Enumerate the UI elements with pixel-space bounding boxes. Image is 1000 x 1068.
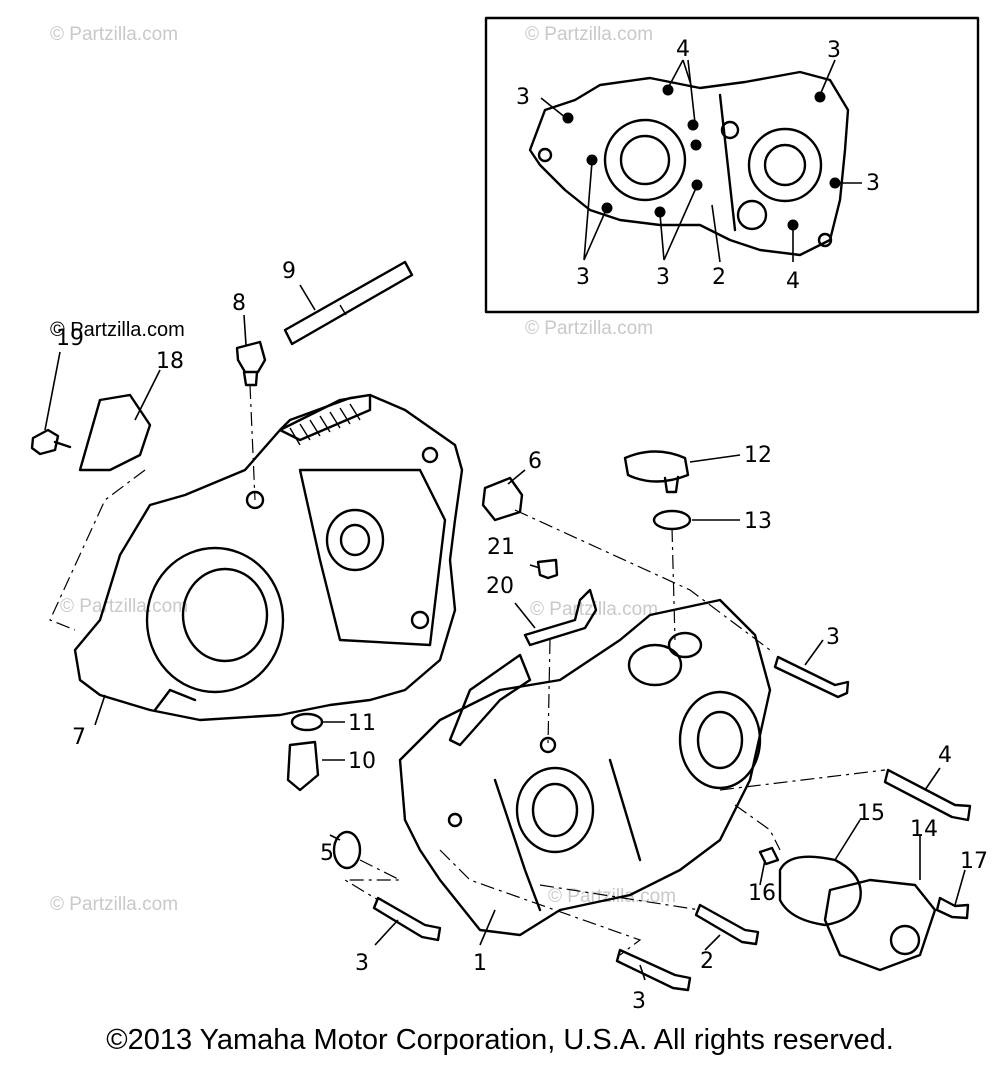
watermark-2: © Partzilla.com (525, 24, 653, 45)
callout-4: 4 (938, 743, 952, 768)
part-18-plate (78, 393, 152, 472)
callout-6: 6 (528, 449, 542, 474)
watermark-6: © Partzilla.com (50, 894, 178, 915)
callout-2: 2 (700, 949, 714, 974)
inset-callout-3-topright: 3 (827, 38, 841, 63)
callout-16: 16 (748, 881, 776, 906)
callout-17: 17 (960, 849, 988, 874)
callout-12: 12 (744, 443, 772, 468)
part-13-washer (652, 509, 692, 531)
small-parts (30, 260, 972, 992)
part-20-bracket (523, 588, 598, 647)
callout-10: 10 (348, 749, 376, 774)
callout-numbers: 19 18 8 9 6 12 13 21 20 3 7 11 10 5 4 15… (56, 259, 988, 1014)
callout-19: 19 (56, 326, 84, 351)
inset-callout-4-bottom: 4 (786, 269, 800, 294)
watermark-1: © Partzilla.com (50, 24, 178, 45)
inset-bolt-layout: 4 3 3 3 3 3 2 4 (484, 16, 980, 314)
part-21-bolt (536, 558, 559, 580)
part-3-bolt-lower (615, 948, 692, 992)
callout-9: 9 (282, 259, 296, 284)
callout-5: 5 (320, 841, 334, 866)
watermark-3: © Partzilla.com (525, 318, 653, 339)
part-8-fitting (235, 340, 267, 374)
callout-15: 15 (857, 801, 885, 826)
left-crankcase (73, 393, 464, 722)
callout-3-right: 3 (826, 625, 840, 650)
callout-3-lower-left: 3 (355, 951, 369, 976)
part-12-plug (623, 450, 690, 483)
part-19-bolt (30, 428, 60, 456)
inset-case-outline (528, 70, 850, 257)
right-crankcase (398, 598, 772, 937)
watermark-8: © Partzilla.com (50, 319, 185, 341)
callout-21: 21 (487, 535, 515, 560)
callout-11: 11 (348, 711, 376, 736)
part-4-bolt (883, 768, 972, 822)
part-9-shaft (283, 260, 414, 346)
callout-8: 8 (232, 291, 246, 316)
part-3-bolt-lower-left (372, 896, 442, 942)
inset-callout-3-bottommid: 3 (656, 265, 670, 290)
callout-3-bottom: 3 (632, 989, 646, 1014)
callout-18: 18 (156, 349, 184, 374)
part-2-bolt (694, 903, 760, 946)
callout-20: 20 (486, 574, 514, 599)
callout-14: 14 (910, 817, 938, 842)
part-17-bolt (935, 896, 970, 920)
inset-callout-3-left: 3 (516, 85, 530, 110)
part-15-gasket (778, 855, 862, 927)
inset-frame (484, 16, 980, 314)
part-5-dowel (332, 830, 362, 870)
callout-7: 7 (72, 725, 86, 750)
inset-callout-2: 2 (712, 265, 726, 290)
watermark-4: © Partzilla.com (60, 596, 188, 617)
watermark-5: © Partzilla.com (530, 599, 658, 620)
inset-callout-3-right: 3 (866, 171, 880, 196)
callout-1: 1 (473, 951, 487, 976)
inset-callout-3-bottomleft: 3 (576, 265, 590, 290)
part-11-washer (290, 712, 324, 732)
part-16-pin (758, 846, 780, 866)
part-10-plug (286, 740, 320, 792)
watermarks: © Partzilla.com © Partzilla.com © Partzi… (50, 24, 676, 915)
part-3-bolt-upper (773, 655, 850, 699)
part-6-bushing (481, 476, 524, 522)
callout-leaders (44, 284, 966, 981)
callout-13: 13 (744, 509, 772, 534)
inset-callout-4-top: 4 (676, 37, 690, 62)
copyright-notice: ©2013 Yamaha Motor Corporation, U.S.A. A… (106, 1024, 894, 1056)
assembly-lines (49, 384, 886, 956)
part-14-cover (823, 878, 937, 972)
